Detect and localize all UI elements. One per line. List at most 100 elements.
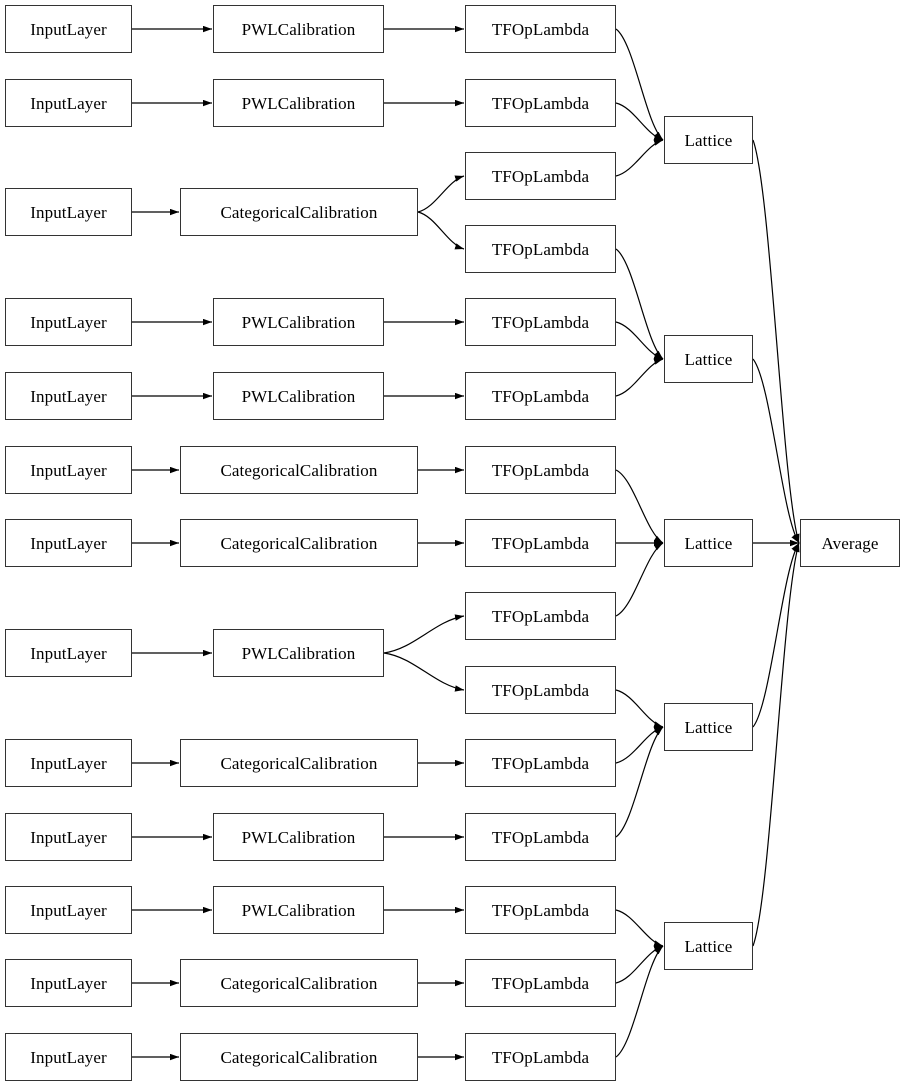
graph-node-label: CategoricalCalibration xyxy=(220,533,378,553)
graph-node-lam12[interactable]: TFOpLambda xyxy=(465,813,616,861)
graph-edge xyxy=(615,726,664,838)
graph-edge xyxy=(615,726,664,764)
graph-node-lat4[interactable]: Lattice xyxy=(664,703,753,751)
graph-node-label: TFOpLambda xyxy=(491,900,590,920)
graph-node-label: InputLayer xyxy=(30,386,107,406)
graph-node-lam6[interactable]: TFOpLambda xyxy=(465,372,616,420)
graph-node-lam15[interactable]: TFOpLambda xyxy=(465,1033,616,1081)
graph-node-lam3[interactable]: TFOpLambda xyxy=(465,152,616,200)
graph-edge xyxy=(417,175,465,213)
graph-node-lam14[interactable]: TFOpLambda xyxy=(465,959,616,1007)
graph-node-lam7[interactable]: TFOpLambda xyxy=(465,446,616,494)
graph-node-in6[interactable]: InputLayer xyxy=(5,446,132,494)
graph-node-label: Lattice xyxy=(684,130,733,150)
graph-node-label: PWLCalibration xyxy=(241,827,356,847)
graph-node-cal2[interactable]: PWLCalibration xyxy=(213,79,384,127)
graph-node-label: TFOpLambda xyxy=(491,166,590,186)
graph-node-lam9[interactable]: TFOpLambda xyxy=(465,592,616,640)
graph-node-lam8[interactable]: TFOpLambda xyxy=(465,519,616,567)
graph-edge xyxy=(752,139,800,544)
graph-node-label: Average xyxy=(821,533,879,553)
graph-node-label: InputLayer xyxy=(30,1047,107,1067)
graph-node-label: InputLayer xyxy=(30,19,107,39)
graph-node-cal13[interactable]: CategoricalCalibration xyxy=(180,1033,418,1081)
graph-edge xyxy=(615,358,664,397)
graph-edge xyxy=(752,542,800,947)
graph-node-lam2[interactable]: TFOpLambda xyxy=(465,79,616,127)
graph-node-label: TFOpLambda xyxy=(491,973,590,993)
graph-node-label: TFOpLambda xyxy=(491,533,590,553)
graph-node-cal6[interactable]: CategoricalCalibration xyxy=(180,446,418,494)
graph-node-label: CategoricalCalibration xyxy=(220,202,378,222)
graph-node-label: TFOpLambda xyxy=(491,606,590,626)
graph-edge xyxy=(615,909,664,947)
graph-node-lam4[interactable]: TFOpLambda xyxy=(465,225,616,273)
graph-node-cal11[interactable]: PWLCalibration xyxy=(213,886,384,934)
graph-edge xyxy=(615,469,664,544)
graph-node-label: TFOpLambda xyxy=(491,460,590,480)
graph-node-label: PWLCalibration xyxy=(241,312,356,332)
graph-node-lam1[interactable]: TFOpLambda xyxy=(465,5,616,53)
graph-edge xyxy=(615,689,664,728)
graph-node-label: CategoricalCalibration xyxy=(220,973,378,993)
graph-edge xyxy=(417,211,465,250)
graph-node-label: InputLayer xyxy=(30,753,107,773)
graph-node-lam13[interactable]: TFOpLambda xyxy=(465,886,616,934)
graph-node-in3[interactable]: InputLayer xyxy=(5,188,132,236)
graph-node-cal10[interactable]: PWLCalibration xyxy=(213,813,384,861)
graph-node-lam10[interactable]: TFOpLambda xyxy=(465,666,616,714)
graph-edge xyxy=(615,102,664,141)
graph-node-cal5[interactable]: PWLCalibration xyxy=(213,372,384,420)
graph-node-label: TFOpLambda xyxy=(491,753,590,773)
graph-node-label: PWLCalibration xyxy=(241,19,356,39)
graph-node-label: TFOpLambda xyxy=(491,680,590,700)
graph-node-label: InputLayer xyxy=(30,460,107,480)
graph-edge xyxy=(752,542,800,728)
graph-edge xyxy=(615,139,664,177)
graph-node-in4[interactable]: InputLayer xyxy=(5,298,132,346)
graph-node-in7[interactable]: InputLayer xyxy=(5,519,132,567)
graph-edge xyxy=(383,652,465,692)
graph-node-label: PWLCalibration xyxy=(241,386,356,406)
graph-node-lam5[interactable]: TFOpLambda xyxy=(465,298,616,346)
graph-node-in1[interactable]: InputLayer xyxy=(5,5,132,53)
graph-node-in5[interactable]: InputLayer xyxy=(5,372,132,420)
graph-node-lat2[interactable]: Lattice xyxy=(664,335,753,383)
graph-node-in12[interactable]: InputLayer xyxy=(5,959,132,1007)
graph-node-in9[interactable]: InputLayer xyxy=(5,739,132,787)
graph-node-cal7[interactable]: CategoricalCalibration xyxy=(180,519,418,567)
graph-node-label: TFOpLambda xyxy=(491,827,590,847)
graph-node-label: CategoricalCalibration xyxy=(220,753,378,773)
graph-node-cal9[interactable]: CategoricalCalibration xyxy=(180,739,418,787)
graph-node-cal8[interactable]: PWLCalibration xyxy=(213,629,384,677)
graph-node-avg[interactable]: Average xyxy=(800,519,900,567)
graph-edge xyxy=(615,945,664,984)
graph-edge xyxy=(752,358,800,544)
graph-node-label: PWLCalibration xyxy=(241,93,356,113)
graph-node-lat1[interactable]: Lattice xyxy=(664,116,753,164)
graph-node-label: TFOpLambda xyxy=(491,93,590,113)
graph-node-cal3[interactable]: CategoricalCalibration xyxy=(180,188,418,236)
graph-node-label: TFOpLambda xyxy=(491,312,590,332)
graph-node-lat3[interactable]: Lattice xyxy=(664,519,753,567)
graph-node-in8[interactable]: InputLayer xyxy=(5,629,132,677)
graph-node-in2[interactable]: InputLayer xyxy=(5,79,132,127)
graph-edge xyxy=(615,28,664,141)
graph-edge xyxy=(383,614,465,654)
graph-node-cal1[interactable]: PWLCalibration xyxy=(213,5,384,53)
graph-node-label: InputLayer xyxy=(30,900,107,920)
graph-node-in10[interactable]: InputLayer xyxy=(5,813,132,861)
graph-node-label: InputLayer xyxy=(30,93,107,113)
graph-node-in13[interactable]: InputLayer xyxy=(5,1033,132,1081)
graph-node-lat5[interactable]: Lattice xyxy=(664,922,753,970)
graph-node-label: Lattice xyxy=(684,533,733,553)
graph-node-in11[interactable]: InputLayer xyxy=(5,886,132,934)
graph-node-cal12[interactable]: CategoricalCalibration xyxy=(180,959,418,1007)
graph-node-label: TFOpLambda xyxy=(491,386,590,406)
graph-node-cal4[interactable]: PWLCalibration xyxy=(213,298,384,346)
graph-node-label: PWLCalibration xyxy=(241,643,356,663)
graph-node-label: CategoricalCalibration xyxy=(220,1047,378,1067)
graph-node-lam11[interactable]: TFOpLambda xyxy=(465,739,616,787)
graph-node-label: PWLCalibration xyxy=(241,900,356,920)
